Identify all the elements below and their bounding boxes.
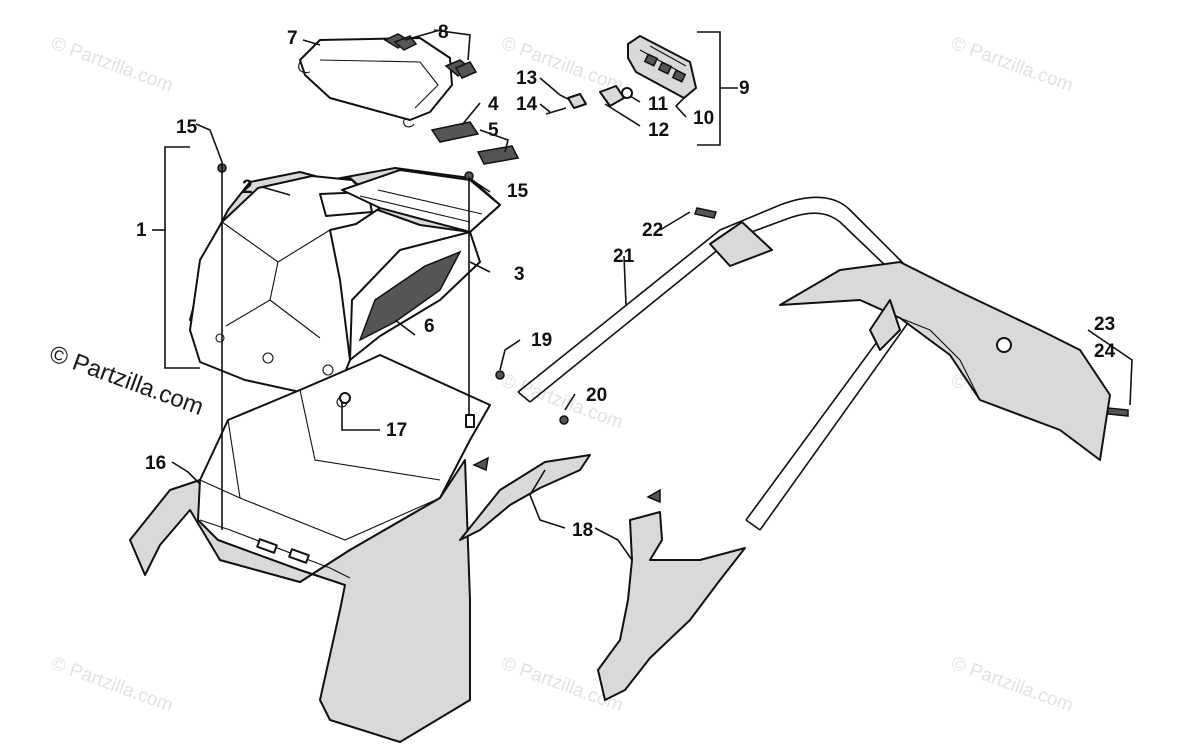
side-trim-part (459, 454, 591, 541)
callout-8: 8 (438, 22, 449, 43)
grommet-part (567, 93, 587, 109)
callout-1: 1 (136, 220, 147, 241)
storage-tray-part (129, 354, 491, 743)
callout-21: 21 (613, 246, 635, 267)
callout-22: 22 (642, 220, 663, 241)
callout-19: 19 (531, 330, 552, 351)
callout-16: 16 (145, 453, 166, 474)
callout-13: 13 (516, 68, 537, 89)
callout-11: 11 (648, 94, 669, 115)
rear-hood-part (189, 167, 501, 393)
faint-watermarks: © Partzilla.com © Partzilla.com © Partzi… (48, 33, 1075, 717)
callout-7: 7 (287, 28, 298, 49)
callout-9: 9 (739, 78, 750, 99)
callout-15a: 15 (176, 117, 198, 138)
clip-part (383, 33, 478, 79)
callout-17: 17 (386, 420, 407, 441)
callout-24: 24 (1094, 341, 1116, 362)
callout-3: 3 (514, 264, 525, 285)
callout-2: 2 (242, 177, 253, 198)
rear-flap-part (779, 261, 1111, 461)
storage-lid-part (298, 37, 453, 128)
bulb-part (621, 87, 633, 99)
watermark-faint: © Partzilla.com (48, 33, 175, 97)
callout-5: 5 (488, 120, 499, 141)
callout-18: 18 (572, 520, 593, 541)
watermark-faint: © Partzilla.com (48, 653, 175, 717)
callout-14: 14 (516, 94, 538, 115)
watermark-main: © Partzilla.com (46, 340, 207, 421)
callout-4: 4 (488, 94, 499, 115)
callout-23: 23 (1094, 314, 1115, 335)
fasteners (217, 163, 1129, 504)
callout-10: 10 (693, 108, 714, 129)
taillight-part (627, 35, 697, 99)
watermark-faint: © Partzilla.com (948, 33, 1075, 97)
leader-lines (152, 29, 1133, 561)
callout-20: 20 (586, 385, 607, 406)
grab-bar-part (517, 196, 918, 531)
callout-15b: 15 (507, 181, 529, 202)
callout-6: 6 (424, 316, 435, 337)
callout-labels: 1 2 3 4 5 6 7 8 9 10 11 12 13 14 15 15 1… (136, 22, 1116, 541)
screw-part (545, 107, 567, 115)
watermark-faint: © Partzilla.com (948, 653, 1075, 717)
parts-drawing (129, 33, 1129, 743)
decal-part (430, 121, 480, 143)
decal-part (476, 145, 520, 165)
callout-12: 12 (648, 120, 669, 141)
side-trim-part (597, 511, 746, 701)
